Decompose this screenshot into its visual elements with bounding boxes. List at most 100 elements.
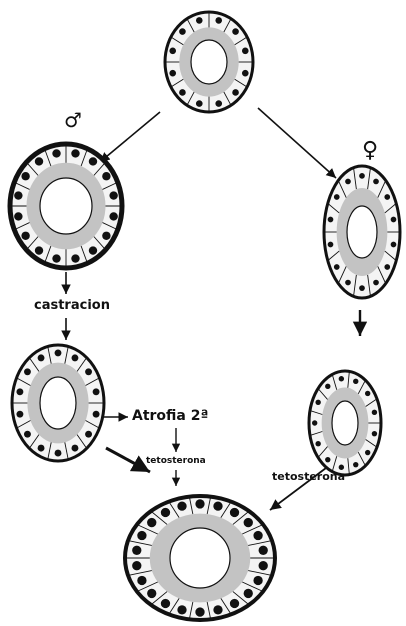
- tubule-female: [324, 166, 400, 298]
- tubule-female-low-nucleus: [339, 376, 344, 381]
- tubule-initial-nucleus: [242, 48, 249, 55]
- tubule-castrated: [12, 345, 104, 461]
- tubule-restored-nucleus: [161, 508, 170, 517]
- tubule-female-low-nucleus: [315, 400, 320, 405]
- tubule-initial-nucleus: [179, 28, 186, 35]
- tubule-castrated-nucleus: [93, 411, 100, 418]
- tubule-female-nucleus: [391, 217, 397, 223]
- tubule-restored-nucleus: [137, 531, 146, 540]
- tubule-castrated-nucleus: [85, 431, 92, 438]
- tubule-restored-nucleus: [195, 607, 204, 616]
- tubule-restored-nucleus: [195, 499, 204, 508]
- tubule-initial-nucleus: [169, 70, 176, 77]
- tubule-initial-nucleus: [196, 17, 203, 24]
- tubule-castrated-nucleus: [72, 445, 79, 452]
- tubule-castrated-nucleus: [38, 354, 45, 361]
- tubule-female-low-nucleus: [325, 457, 330, 462]
- tubule-restored-nucleus: [253, 531, 262, 540]
- tubule-female-nucleus: [334, 264, 340, 270]
- tubule-male-nucleus: [89, 246, 97, 254]
- tubule-restored-nucleus: [137, 576, 146, 585]
- tubule-restored-nucleus: [213, 605, 222, 614]
- tubule-female-nucleus: [328, 242, 334, 248]
- tubule-male-nucleus: [14, 191, 22, 199]
- tubule-female-nucleus: [373, 179, 379, 185]
- tubule-restored-lumen: [170, 528, 230, 588]
- tubule-female-low-lumen: [332, 401, 358, 445]
- tubule-restored-nucleus: [147, 518, 156, 527]
- tubule-initial-nucleus: [196, 100, 203, 107]
- tubule-castrated-nucleus: [24, 368, 31, 375]
- tubule-castrated-nucleus: [16, 388, 23, 395]
- tubule-restored-nucleus: [177, 501, 186, 510]
- tubule-castrated-nucleus: [16, 411, 23, 418]
- tubule-restored-nucleus: [230, 599, 239, 608]
- testosterone-label-left: tetosterona: [146, 456, 206, 466]
- tubule-initial-nucleus: [215, 100, 222, 107]
- tubule-restored-nucleus: [147, 589, 156, 598]
- tubule-female-low-nucleus: [312, 420, 317, 425]
- tubule-initial-nucleus: [215, 17, 222, 24]
- tubule-restored-nucleus: [132, 546, 141, 555]
- tubule-female-nucleus: [334, 194, 340, 200]
- arrow-castrated-to-bottom: [106, 448, 150, 472]
- tubule-initial-nucleus: [232, 28, 239, 35]
- arrow-top-to-female: [258, 108, 336, 178]
- tubule-castrated-nucleus: [85, 368, 92, 375]
- tubule-female-lumen: [347, 206, 377, 258]
- female-symbol: ♀: [362, 140, 378, 162]
- tubule-female-nucleus: [328, 217, 334, 223]
- tubule-male: [10, 144, 122, 268]
- tubule-female-low-nucleus: [372, 431, 377, 436]
- tubule-male-nucleus: [21, 172, 29, 180]
- tubule-castrated-lumen: [40, 377, 76, 429]
- tubule-male-nucleus: [109, 212, 117, 220]
- tubule-male-nucleus: [71, 254, 79, 262]
- male-symbol: ♂: [64, 110, 82, 130]
- tubule-castrated-nucleus: [55, 349, 62, 356]
- tubule-male-nucleus: [52, 149, 60, 157]
- tubule-castrated-nucleus: [93, 388, 100, 395]
- tubule-restored-nucleus: [132, 561, 141, 570]
- tubule-restored-nucleus: [213, 501, 222, 510]
- tubule-female-low-nucleus: [365, 391, 370, 396]
- tubule-male-nucleus: [109, 191, 117, 199]
- testosterone-label-right: tetosterona: [272, 470, 345, 483]
- tubule-male-nucleus: [52, 254, 60, 262]
- tubule-male-nucleus: [21, 232, 29, 240]
- tubule-initial-nucleus: [169, 48, 176, 55]
- tubule-male-nucleus: [35, 246, 43, 254]
- tubule-initial-lumen: [191, 40, 227, 84]
- tubule-castrated-nucleus: [55, 450, 62, 457]
- tubule-castrated-nucleus: [38, 445, 45, 452]
- tubule-initial-nucleus: [232, 89, 239, 96]
- tubule-female-low-nucleus: [365, 450, 370, 455]
- tubule-female-nucleus: [373, 280, 379, 286]
- castration-label: castracion: [34, 298, 110, 313]
- tubule-female-nucleus: [359, 173, 365, 179]
- tubule-female-low: [309, 371, 381, 475]
- tubule-male-nucleus: [71, 149, 79, 157]
- tubule-female-nucleus: [384, 194, 390, 200]
- tubule-female-nucleus: [345, 280, 351, 286]
- tubule-male-nucleus: [14, 212, 22, 220]
- tubule-restored-nucleus: [161, 599, 170, 608]
- arrow-top-to-male: [100, 112, 160, 162]
- tubule-castrated-nucleus: [24, 431, 31, 438]
- tubule-restored: [125, 496, 275, 620]
- tubule-restored-nucleus: [259, 546, 268, 555]
- tubule-female-low-nucleus: [315, 441, 320, 446]
- tubule-restored-nucleus: [244, 589, 253, 598]
- tubule-female-nucleus: [359, 285, 365, 291]
- tubule-male-nucleus: [35, 157, 43, 165]
- tubule-restored-nucleus: [177, 605, 186, 614]
- tubule-male-lumen: [40, 178, 92, 234]
- tubule-male-nucleus: [89, 157, 97, 165]
- tubule-restored-nucleus: [244, 518, 253, 527]
- tubule-restored-nucleus: [230, 508, 239, 517]
- tubule-female-low-nucleus: [353, 379, 358, 384]
- tubule-male-nucleus: [102, 232, 110, 240]
- tubule-restored-nucleus: [253, 576, 262, 585]
- tubule-initial-nucleus: [242, 70, 249, 77]
